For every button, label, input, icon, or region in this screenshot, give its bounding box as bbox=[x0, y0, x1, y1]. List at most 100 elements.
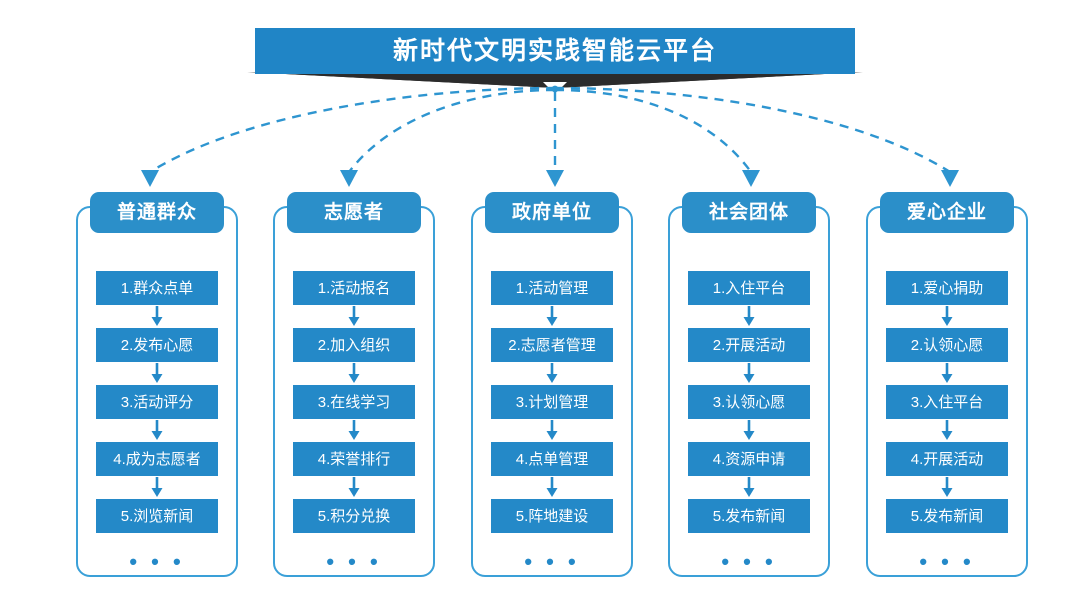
list-item-label: 2.志愿者管理 bbox=[508, 336, 596, 354]
column-header-label: 政府单位 bbox=[511, 202, 592, 223]
item-arrow bbox=[266, 419, 442, 442]
column-item-list: 1.活动管理 2.志愿者管理 3.计划管理 4.点单管理 5.阵地建设 • • … bbox=[464, 271, 640, 573]
item-arrow bbox=[266, 476, 442, 499]
item-arrow bbox=[464, 305, 640, 328]
role-columns: 普通群众 1.群众点单 2.发布心愿 3.活动评分 4.成为志愿者 5.浏览新闻… bbox=[0, 192, 1080, 592]
item-arrow bbox=[464, 419, 640, 442]
item-arrow bbox=[859, 305, 1035, 328]
list-item-label: 2.发布心愿 bbox=[120, 336, 194, 354]
connector-arrowhead-2 bbox=[340, 170, 358, 187]
item-arrow bbox=[266, 362, 442, 385]
connector-origin-node bbox=[551, 85, 559, 93]
list-item[interactable]: 1.入住平台 bbox=[688, 271, 810, 305]
item-arrow bbox=[661, 476, 837, 499]
connector-to-column-5 bbox=[554, 86, 951, 174]
list-item[interactable]: 2.发布心愿 bbox=[96, 328, 218, 362]
list-item-label: 5.阵地建设 bbox=[515, 507, 589, 525]
more-items-ellipsis: • • • bbox=[129, 549, 185, 574]
item-arrow bbox=[661, 305, 837, 328]
connector-arrowhead-3 bbox=[546, 170, 564, 187]
column-item-list: 1.群众点单 2.发布心愿 3.活动评分 4.成为志愿者 5.浏览新闻 • • … bbox=[69, 271, 245, 573]
item-arrow bbox=[859, 476, 1035, 499]
column-header-charity-enterprise[interactable]: 爱心企业 bbox=[880, 192, 1014, 233]
list-item-label: 2.加入组织 bbox=[317, 336, 391, 354]
connector-arrowhead-1 bbox=[141, 170, 159, 187]
list-item[interactable]: 5.阵地建设 bbox=[491, 499, 613, 533]
list-item[interactable]: 4.成为志愿者 bbox=[96, 442, 218, 476]
item-arrow bbox=[266, 305, 442, 328]
item-arrow bbox=[859, 362, 1035, 385]
platform-title-banner: 新时代文明实践智能云平台 bbox=[247, 28, 863, 94]
list-item-label: 5.发布新闻 bbox=[910, 507, 984, 525]
item-arrow bbox=[69, 305, 245, 328]
list-item-label: 2.认领心愿 bbox=[910, 336, 984, 354]
list-item-label: 3.计划管理 bbox=[515, 393, 589, 411]
list-item[interactable]: 2.认领心愿 bbox=[886, 328, 1008, 362]
list-item[interactable]: 2.志愿者管理 bbox=[491, 328, 613, 362]
column-header-label: 普通群众 bbox=[116, 202, 197, 223]
list-item[interactable]: 1.活动管理 bbox=[491, 271, 613, 305]
connector-to-column-2 bbox=[348, 88, 556, 173]
list-item-label: 3.认领心愿 bbox=[712, 393, 786, 411]
list-item[interactable]: 1.活动报名 bbox=[293, 271, 415, 305]
list-item[interactable]: 1.群众点单 bbox=[96, 271, 218, 305]
list-item[interactable]: 3.计划管理 bbox=[491, 385, 613, 419]
list-item-label: 5.积分兑换 bbox=[317, 507, 391, 525]
item-arrow bbox=[69, 362, 245, 385]
item-arrow bbox=[464, 362, 640, 385]
more-items-ellipsis: • • • bbox=[721, 549, 777, 574]
item-arrow bbox=[859, 419, 1035, 442]
list-item[interactable]: 5.积分兑换 bbox=[293, 499, 415, 533]
column-header-ordinary-public[interactable]: 普通群众 bbox=[90, 192, 224, 233]
list-item-label: 3.入住平台 bbox=[910, 393, 984, 411]
list-item[interactable]: 2.加入组织 bbox=[293, 328, 415, 362]
list-item[interactable]: 4.开展活动 bbox=[886, 442, 1008, 476]
list-item[interactable]: 3.在线学习 bbox=[293, 385, 415, 419]
list-item-label: 4.点单管理 bbox=[515, 450, 589, 468]
list-item[interactable]: 5.浏览新闻 bbox=[96, 499, 218, 533]
item-arrow bbox=[69, 419, 245, 442]
list-item-label: 1.群众点单 bbox=[120, 279, 194, 297]
platform-title-text: 新时代文明实践智能云平台 bbox=[392, 36, 717, 65]
item-arrow bbox=[661, 362, 837, 385]
list-item-label: 5.浏览新闻 bbox=[120, 507, 194, 525]
list-item[interactable]: 5.发布新闻 bbox=[688, 499, 810, 533]
more-items-ellipsis: • • • bbox=[326, 549, 382, 574]
list-item-label: 4.荣誉排行 bbox=[317, 450, 391, 468]
list-item-label: 3.在线学习 bbox=[317, 393, 391, 411]
list-item-label: 4.成为志愿者 bbox=[113, 450, 201, 468]
connector-to-column-1 bbox=[149, 86, 556, 174]
banner-shadow-ribbon bbox=[247, 72, 863, 94]
column-header-government-unit[interactable]: 政府单位 bbox=[485, 192, 619, 233]
item-arrow bbox=[69, 476, 245, 499]
list-item[interactable]: 4.荣誉排行 bbox=[293, 442, 415, 476]
list-item-label: 1.活动报名 bbox=[317, 279, 391, 297]
item-arrow bbox=[661, 419, 837, 442]
list-item-label: 1.入住平台 bbox=[712, 279, 786, 297]
more-items-ellipsis: • • • bbox=[919, 549, 975, 574]
list-item[interactable]: 3.活动评分 bbox=[96, 385, 218, 419]
more-items-ellipsis: • • • bbox=[524, 549, 580, 574]
list-item-label: 1.爱心捐助 bbox=[910, 279, 984, 297]
list-item-label: 1.活动管理 bbox=[515, 279, 589, 297]
connector-arrowhead-5 bbox=[941, 170, 959, 187]
list-item[interactable]: 4.资源申请 bbox=[688, 442, 810, 476]
list-item-label: 4.资源申请 bbox=[712, 450, 786, 468]
column-header-social-group[interactable]: 社会团体 bbox=[682, 192, 816, 233]
column-header-label: 志愿者 bbox=[323, 202, 384, 223]
column-item-list: 1.爱心捐助 2.认领心愿 3.入住平台 4.开展活动 5.发布新闻 • • • bbox=[859, 271, 1035, 573]
list-item[interactable]: 3.入住平台 bbox=[886, 385, 1008, 419]
list-item[interactable]: 5.发布新闻 bbox=[886, 499, 1008, 533]
list-item[interactable]: 3.认领心愿 bbox=[688, 385, 810, 419]
list-item[interactable]: 4.点单管理 bbox=[491, 442, 613, 476]
column-header-label: 社会团体 bbox=[708, 202, 789, 223]
item-arrow bbox=[464, 476, 640, 499]
list-item[interactable]: 2.开展活动 bbox=[688, 328, 810, 362]
connector-arrowhead-4 bbox=[742, 170, 760, 187]
list-item[interactable]: 1.爱心捐助 bbox=[886, 271, 1008, 305]
list-item-label: 2.开展活动 bbox=[712, 336, 786, 354]
column-header-volunteer[interactable]: 志愿者 bbox=[287, 192, 421, 233]
column-header-label: 爱心企业 bbox=[906, 202, 987, 223]
list-item-label: 3.活动评分 bbox=[120, 393, 194, 411]
